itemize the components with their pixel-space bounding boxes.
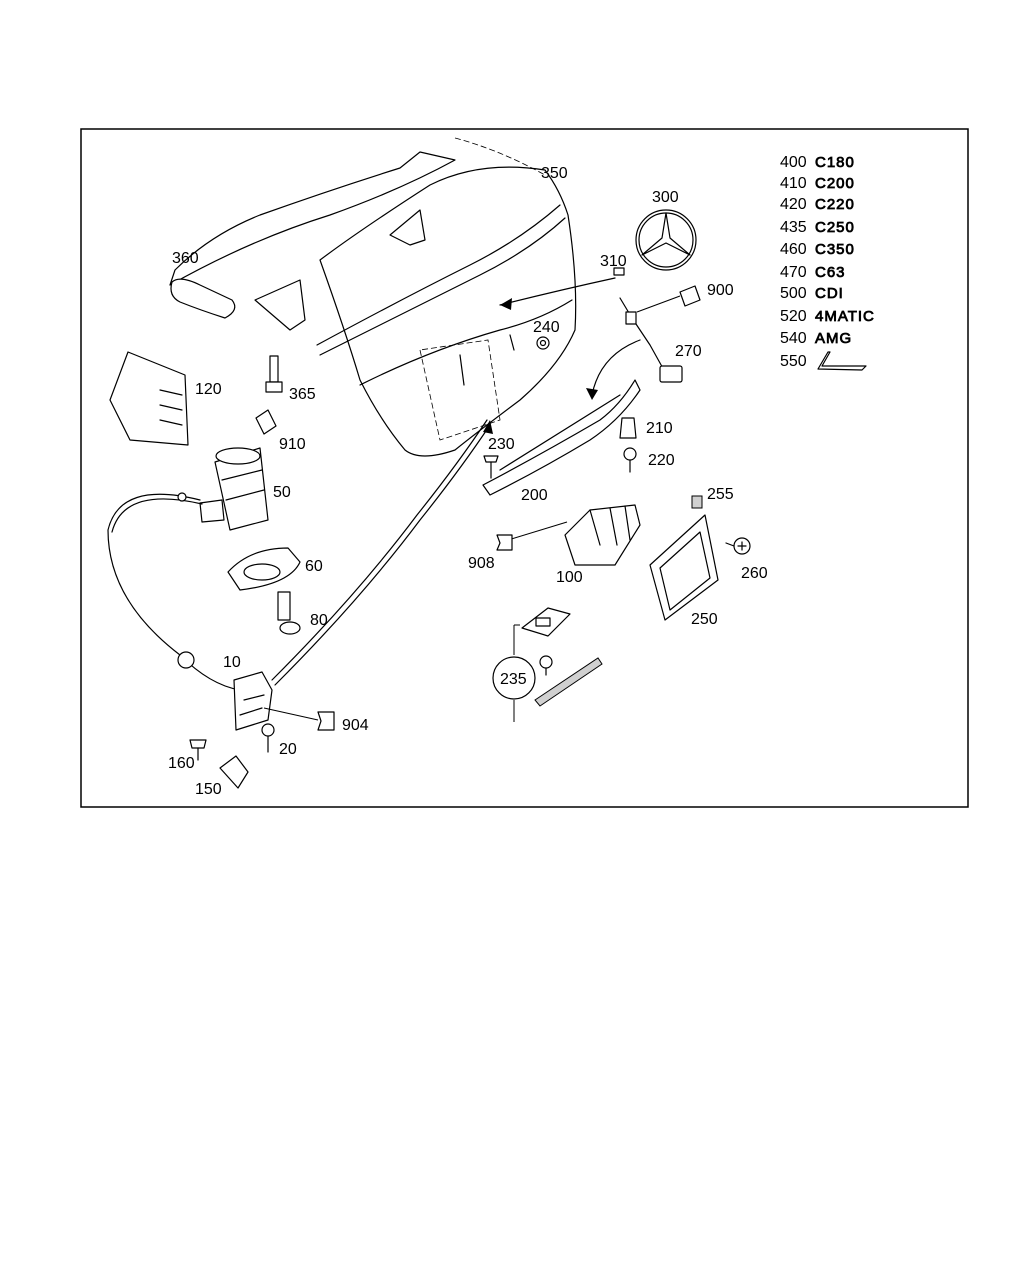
badge-text-520: 4MATIC bbox=[815, 308, 875, 325]
callout-230: 230 bbox=[488, 436, 515, 453]
badge-text-540: AMG bbox=[815, 330, 852, 347]
callout-120: 120 bbox=[195, 381, 222, 398]
badge-number-540: 540 bbox=[780, 330, 807, 347]
decal-group bbox=[492, 607, 603, 722]
badge-text-470: C63 bbox=[815, 264, 846, 281]
callout-240: 240 bbox=[533, 319, 560, 336]
trunk-lid-illustration bbox=[316, 137, 577, 457]
callout-80: 80 bbox=[310, 612, 328, 629]
callout-50: 50 bbox=[273, 484, 291, 501]
badge-number-500: 500 bbox=[780, 285, 807, 302]
callout-910: 910 bbox=[279, 436, 306, 453]
callout-365: 365 bbox=[289, 386, 316, 403]
callout-100: 100 bbox=[556, 569, 583, 586]
badge-text-420: C220 bbox=[815, 196, 855, 213]
spoiler-illustration bbox=[169, 151, 456, 331]
callout-235: 235 bbox=[500, 671, 527, 688]
callout-255: 255 bbox=[707, 486, 734, 503]
callout-908: 908 bbox=[468, 555, 495, 572]
badge-text-435: C250 bbox=[815, 219, 855, 236]
callout-200: 200 bbox=[521, 487, 548, 504]
callout-60: 60 bbox=[305, 558, 323, 575]
badge-number-460: 460 bbox=[780, 241, 807, 258]
callout-150: 150 bbox=[195, 781, 222, 798]
callout-904: 904 bbox=[342, 717, 369, 734]
callout-350: 350 bbox=[541, 165, 568, 182]
star-emblem-illustration bbox=[635, 209, 697, 271]
badge-number-420: 420 bbox=[780, 196, 807, 213]
callout-310: 310 bbox=[600, 253, 627, 270]
callout-270: 270 bbox=[675, 343, 702, 360]
badge-number-470: 470 bbox=[780, 264, 807, 281]
callout-160: 160 bbox=[168, 755, 195, 772]
callout-labels: 350 360 300 310 900 240 270 120 365 910 50 230 210 22… bbox=[168, 165, 768, 798]
callout-250: 250 bbox=[691, 611, 718, 628]
lock-assembly bbox=[107, 351, 493, 789]
badge-number-520: 520 bbox=[780, 308, 807, 325]
badge-number-410: 410 bbox=[780, 175, 807, 192]
diagram-frame bbox=[80, 128, 969, 808]
badge-text-500: CDI bbox=[815, 285, 844, 302]
callout-260: 260 bbox=[741, 565, 768, 582]
badge-number-550: 550 bbox=[780, 353, 807, 370]
badge-text-410: C200 bbox=[815, 175, 855, 192]
callout-300: 300 bbox=[652, 189, 679, 206]
callout-360: 360 bbox=[172, 250, 199, 267]
badge-graphic-550 bbox=[817, 351, 867, 371]
badge-text-400: C180 bbox=[815, 154, 855, 171]
badge-number-400: 400 bbox=[780, 154, 807, 171]
badge-text-460: C350 bbox=[815, 241, 855, 258]
callout-10: 10 bbox=[223, 654, 241, 671]
callout-20: 20 bbox=[279, 741, 297, 758]
badge-list: 400 C180 410 C200 420 C220 435 C250 460 C350 470 C6… bbox=[780, 154, 875, 371]
callout-220: 220 bbox=[648, 452, 675, 469]
callout-210: 210 bbox=[646, 420, 673, 437]
callout-circle-235 bbox=[492, 656, 536, 700]
callout-900: 900 bbox=[707, 282, 734, 299]
badge-number-435: 435 bbox=[780, 219, 807, 236]
small-parts bbox=[482, 267, 751, 621]
